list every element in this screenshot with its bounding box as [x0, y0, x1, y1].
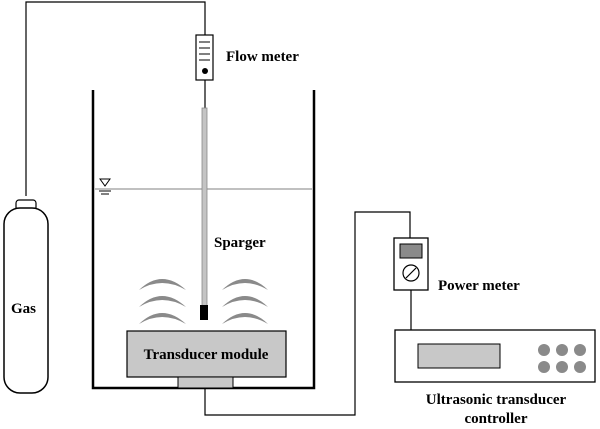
gas-label: Gas [11, 301, 36, 317]
transducer-module-label: Transducer module [144, 347, 269, 363]
sparger-tip [200, 305, 208, 320]
power-meter [393, 237, 429, 291]
sparger-tube [201, 107, 208, 307]
flow-meter [195, 34, 214, 81]
sparger-label: Sparger [214, 235, 266, 251]
gas-cylinder [3, 199, 49, 394]
transducer-module [126, 330, 287, 378]
water-level-symbol [99, 178, 111, 195]
ultrasonic-waves-left [139, 279, 186, 324]
power-meter-label: Power meter [438, 278, 520, 294]
ultrasonic-waves-right [222, 279, 268, 324]
tank-base-plate [177, 376, 234, 389]
flow-meter-label: Flow meter [226, 49, 299, 65]
ultrasonic-controller [394, 329, 596, 383]
controller-label-line1: Ultrasonic transducer [426, 392, 567, 408]
transducer-cable [204, 211, 411, 416]
gas-supply-line [25, 1, 206, 196]
controller-label-line2: controller [464, 411, 527, 427]
